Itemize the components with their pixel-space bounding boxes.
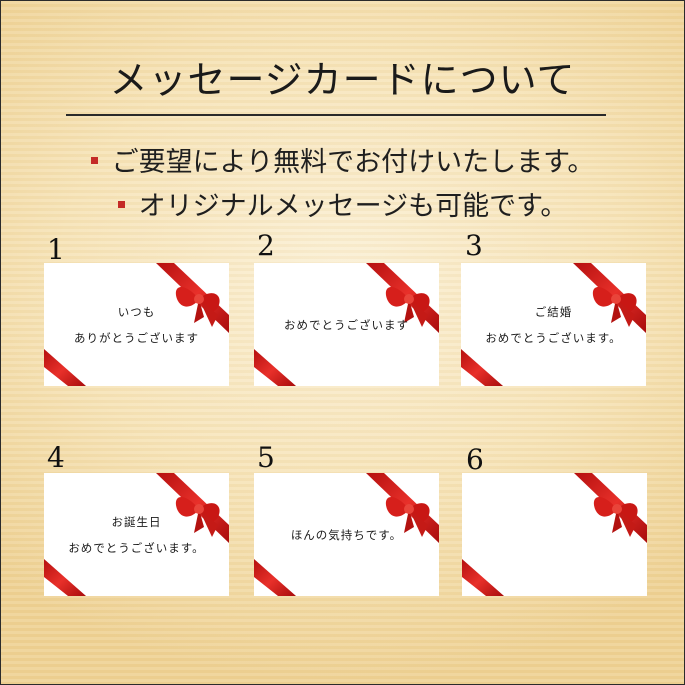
bullet-text: ご要望により無料でお付けいたします。 (111, 147, 595, 178)
card-message: おめでとうございます (254, 263, 439, 386)
card-number: 5 (257, 441, 275, 474)
card-line: おめでとうございます (284, 317, 409, 332)
red-ribbon-bow-icon (254, 263, 439, 386)
red-ribbon-bow-icon (44, 473, 229, 596)
message-card-2[interactable]: おめでとうございます (254, 263, 439, 386)
card-line: ご結婚 (534, 304, 573, 319)
message-card-6-blank[interactable] (462, 473, 647, 596)
card-number: 2 (257, 229, 275, 262)
card-message (462, 473, 647, 596)
red-ribbon-bow-icon (44, 263, 229, 386)
red-ribbon-bow-icon (254, 473, 439, 596)
card-line: ほんの気持ちです。 (290, 527, 403, 542)
card-number: 3 (465, 229, 483, 262)
message-card-1[interactable]: いつも ありがとうございます (44, 263, 229, 386)
card-line: お誕生日 (111, 514, 162, 529)
message-card-3[interactable]: ご結婚 おめでとうございます。 (461, 263, 646, 386)
page-title: メッセージカードについて (109, 58, 576, 102)
card-line: おめでとうございます。 (485, 330, 622, 345)
card-line: おめでとうございます。 (68, 540, 205, 555)
card-number: 4 (47, 441, 65, 474)
card-message: ほんの気持ちです。 (254, 473, 439, 596)
bullet-square-icon (117, 201, 125, 208)
bullet-free-of-charge: ご要望により無料でお付けいたします。 (1, 140, 684, 179)
card-line: いつも (117, 304, 156, 319)
bullet-square-icon (90, 157, 98, 164)
card-number: 6 (466, 443, 484, 476)
bullet-text: オリジナルメッセージも可能です。 (138, 191, 568, 222)
card-message: ご結婚 おめでとうございます。 (461, 263, 646, 386)
card-number: 1 (47, 233, 65, 266)
red-ribbon-bow-icon (461, 263, 646, 386)
title-divider (66, 114, 606, 116)
bullet-original-message: オリジナルメッセージも可能です。 (1, 184, 684, 223)
message-card-4[interactable]: お誕生日 おめでとうございます。 (44, 473, 229, 596)
card-line: ありがとうございます (74, 330, 199, 345)
message-card-5[interactable]: ほんの気持ちです。 (254, 473, 439, 596)
card-message: お誕生日 おめでとうございます。 (44, 473, 229, 596)
card-message: いつも ありがとうございます (44, 263, 229, 386)
red-ribbon-bow-icon (462, 473, 647, 596)
